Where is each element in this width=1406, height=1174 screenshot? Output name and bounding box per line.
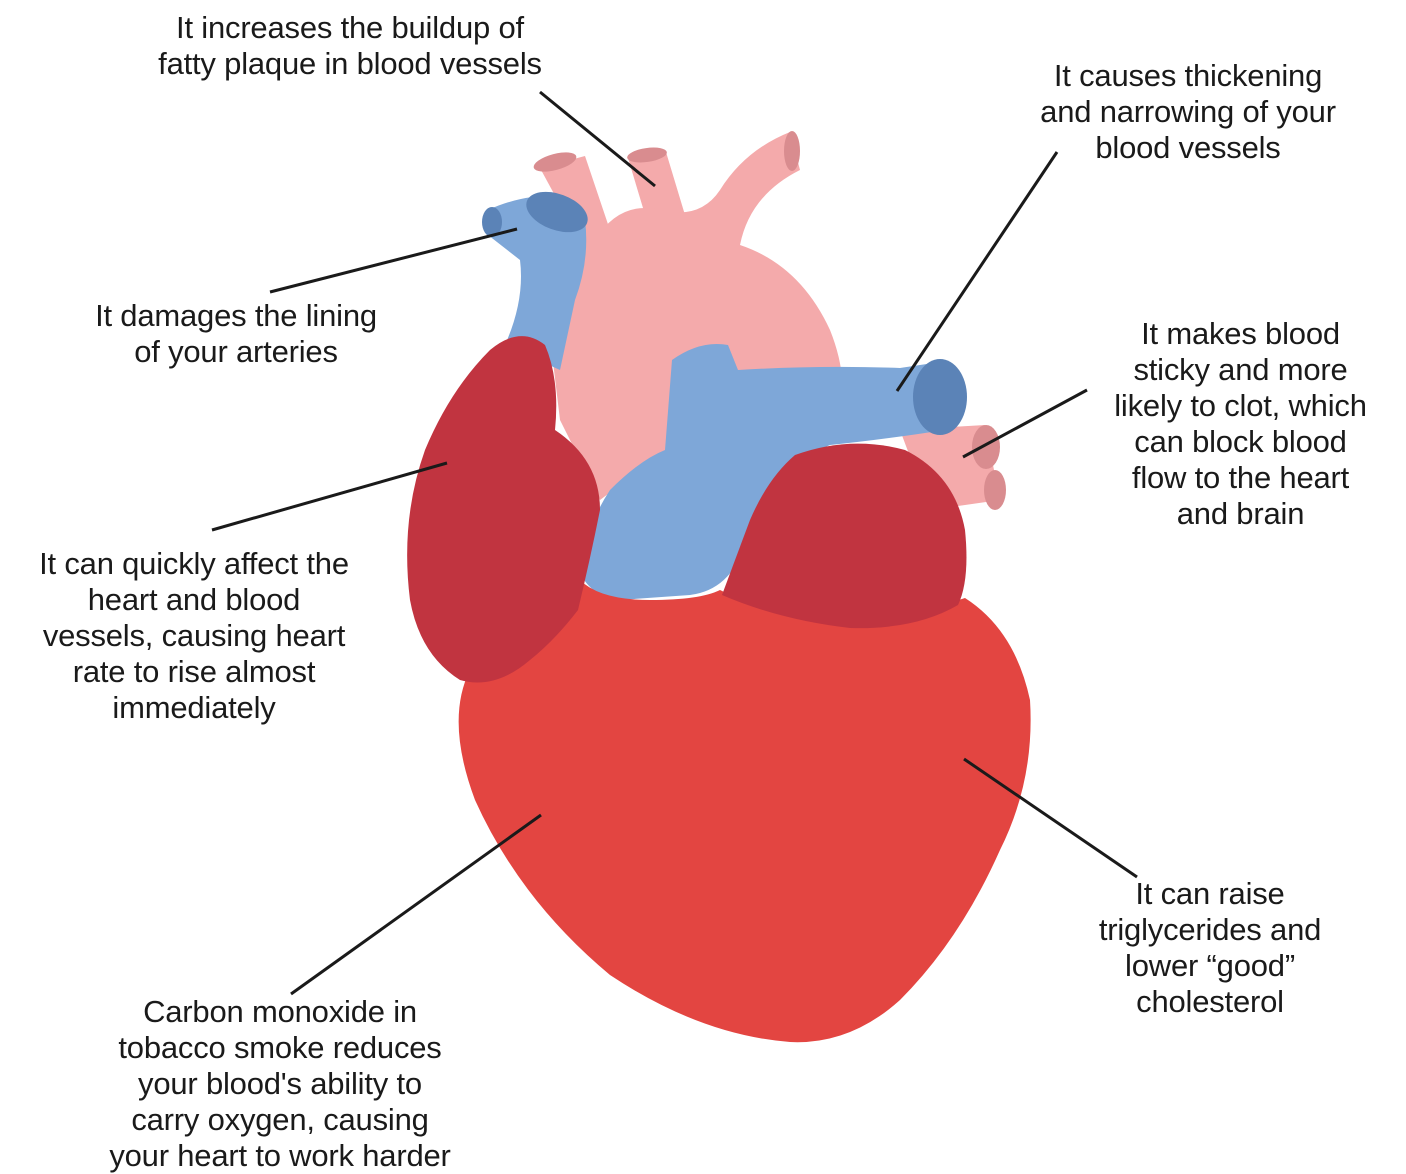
label-line: vessels, causing heart bbox=[0, 618, 388, 654]
label-line: sticky and more bbox=[1078, 352, 1403, 388]
label-line: immediately bbox=[0, 690, 388, 726]
label-line: triglycerides and bbox=[1050, 912, 1370, 948]
label-triglycerides: It can raise triglycerides and lower “go… bbox=[1050, 876, 1370, 1020]
label-heart-rate: It can quickly affect the heart and bloo… bbox=[0, 546, 388, 726]
label-line: It causes thickening bbox=[988, 58, 1388, 94]
label-line: your blood's ability to bbox=[60, 1066, 500, 1102]
label-line: of your arteries bbox=[36, 334, 436, 370]
label-line: lower “good” bbox=[1050, 948, 1370, 984]
leader-line-carbon-monoxide bbox=[291, 815, 541, 994]
label-line: and brain bbox=[1078, 496, 1403, 532]
ventricle bbox=[459, 580, 1031, 1042]
label-line: Carbon monoxide in bbox=[60, 994, 500, 1030]
pulmonary-opening-bottom bbox=[984, 470, 1006, 510]
label-line: It makes blood bbox=[1078, 316, 1403, 352]
leader-line-sticky bbox=[963, 390, 1087, 457]
pulmonary-artery-opening bbox=[913, 359, 967, 435]
label-carbon-monoxide: Carbon monoxide in tobacco smoke reduces… bbox=[60, 994, 500, 1174]
label-line: and narrowing of your bbox=[988, 94, 1388, 130]
label-line: likely to clot, which bbox=[1078, 388, 1403, 424]
aorta-arch-opening bbox=[784, 131, 800, 171]
label-line: heart and blood bbox=[0, 582, 388, 618]
label-line: cholesterol bbox=[1050, 984, 1370, 1020]
label-line: It can raise bbox=[1050, 876, 1370, 912]
label-line: tobacco smoke reduces bbox=[60, 1030, 500, 1066]
label-line: It can quickly affect the bbox=[0, 546, 388, 582]
pulmonary-opening-top bbox=[972, 425, 1000, 469]
leader-line-narrowing bbox=[897, 152, 1057, 391]
label-artery-lining: It damages the lining of your arteries bbox=[36, 298, 436, 370]
label-line: can block blood bbox=[1078, 424, 1403, 460]
label-plaque-buildup: It increases the buildup of fatty plaque… bbox=[100, 10, 600, 82]
label-vessel-narrowing: It causes thickening and narrowing of yo… bbox=[988, 58, 1388, 166]
label-line: It increases the buildup of bbox=[100, 10, 600, 46]
label-line: flow to the heart bbox=[1078, 460, 1403, 496]
label-line: rate to rise almost bbox=[0, 654, 388, 690]
label-sticky-blood: It makes blood sticky and more likely to… bbox=[1078, 316, 1403, 532]
label-line: fatty plaque in blood vessels bbox=[100, 46, 600, 82]
leader-line-lining bbox=[270, 229, 517, 292]
label-line: carry oxygen, causing bbox=[60, 1102, 500, 1138]
label-line: blood vessels bbox=[988, 130, 1388, 166]
label-line: It damages the lining bbox=[36, 298, 436, 334]
label-line: your heart to work harder bbox=[60, 1138, 500, 1174]
